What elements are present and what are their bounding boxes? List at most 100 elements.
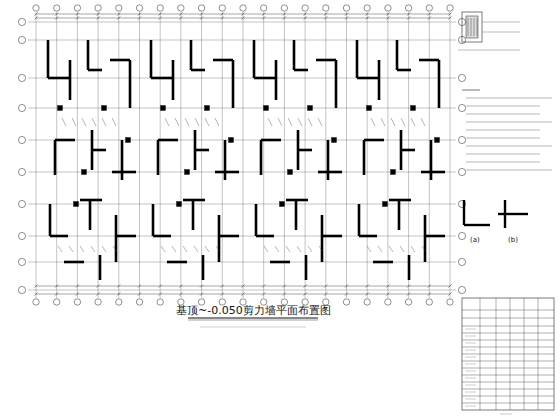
axis-line xyxy=(180,12,181,298)
dimension-tick xyxy=(262,17,265,20)
dimension-tick xyxy=(200,293,203,296)
shear-wall xyxy=(152,204,155,236)
shear-wall xyxy=(421,171,445,174)
wall-column xyxy=(435,138,440,143)
dimension-tick xyxy=(449,17,452,20)
cell-stroke xyxy=(465,378,476,379)
dimension-tick xyxy=(159,285,162,288)
schedule-table xyxy=(462,298,554,410)
table-rule xyxy=(462,326,554,327)
shear-wall xyxy=(419,59,439,62)
shear-wall xyxy=(112,171,136,174)
dimension-line xyxy=(36,286,450,287)
axis-line xyxy=(243,12,244,298)
detail-section xyxy=(466,16,478,38)
axis-bubble xyxy=(74,299,80,305)
axis-bubble xyxy=(364,5,370,11)
axis-bubble xyxy=(261,5,267,11)
dimension-tick xyxy=(242,17,245,20)
dimension-tick xyxy=(304,17,307,20)
dimension-tick xyxy=(428,293,431,296)
leader-line xyxy=(389,246,393,252)
axis-bubble xyxy=(385,5,391,11)
page-stroke xyxy=(500,414,512,415)
axis-bubble xyxy=(95,299,101,305)
dimension-tick xyxy=(221,13,224,16)
leader-line xyxy=(69,246,73,252)
axis-bubble xyxy=(447,299,453,305)
shear-wall xyxy=(129,60,132,108)
wall-column xyxy=(185,170,190,175)
cell-stroke xyxy=(465,357,476,358)
dimension-tick xyxy=(386,293,389,296)
dimension-tick xyxy=(345,13,348,16)
dimension-tick xyxy=(97,17,100,20)
shear-wall xyxy=(254,77,276,80)
dimension-tick xyxy=(117,17,120,20)
shear-wall xyxy=(357,77,379,80)
dimension-tick xyxy=(179,285,182,288)
table-rule xyxy=(462,368,554,369)
leader-line xyxy=(401,118,405,126)
note-stroke xyxy=(466,146,552,147)
note-stroke xyxy=(466,130,540,131)
table-rule xyxy=(524,298,525,410)
table-rule xyxy=(462,340,554,341)
dimension-tick xyxy=(200,285,203,288)
shear-wall xyxy=(167,261,187,264)
axis-bubble xyxy=(18,36,25,43)
dimension-tick xyxy=(324,17,327,20)
cell-stroke xyxy=(465,399,476,400)
shear-wall xyxy=(48,77,70,80)
table-rule xyxy=(480,298,481,410)
dimension-tick xyxy=(304,285,307,288)
axis-line xyxy=(139,12,140,298)
shear-wall xyxy=(363,140,366,175)
shear-wall xyxy=(398,200,401,230)
axis-line xyxy=(28,204,456,205)
table-rule xyxy=(538,298,539,410)
shear-wall xyxy=(88,69,102,72)
shear-wall xyxy=(260,140,263,175)
dimension-tick xyxy=(407,293,410,296)
leader-line xyxy=(378,246,382,252)
shear-wall xyxy=(89,200,92,230)
title-underline xyxy=(188,318,318,319)
shear-wall xyxy=(321,215,324,262)
wall-column xyxy=(82,170,87,175)
leader-line xyxy=(112,118,116,126)
table-rule xyxy=(462,354,554,355)
dimension-tick xyxy=(428,13,431,16)
wall-detail xyxy=(498,213,528,215)
dimension-tick xyxy=(242,293,245,296)
axis-bubble xyxy=(240,5,246,11)
dimension-tick xyxy=(428,285,431,288)
axis-bubble xyxy=(385,299,391,305)
axis-line xyxy=(201,12,202,298)
shear-wall xyxy=(158,139,178,142)
axis-bubble xyxy=(136,299,142,305)
dimension-tick xyxy=(97,13,100,16)
axis-bubble xyxy=(18,200,25,207)
dimension-tick xyxy=(221,285,224,288)
shear-wall xyxy=(424,215,427,262)
axis-bubble xyxy=(33,299,39,305)
shear-wall xyxy=(378,60,381,100)
axis-bubble xyxy=(178,5,184,11)
leader-line xyxy=(411,118,415,126)
table-rule xyxy=(462,403,554,404)
axis-bubble xyxy=(405,299,411,305)
rebar xyxy=(474,18,475,36)
shear-wall xyxy=(69,60,72,100)
leader-line xyxy=(175,118,179,126)
leader-line xyxy=(400,246,404,252)
dimension-tick xyxy=(304,293,307,296)
leader-line xyxy=(91,246,95,252)
axis-line xyxy=(98,12,99,298)
shear-wall xyxy=(224,140,227,180)
shear-wall xyxy=(49,204,52,236)
axis-line xyxy=(28,108,456,109)
wall-column xyxy=(391,170,396,175)
dimension-tick xyxy=(386,17,389,20)
